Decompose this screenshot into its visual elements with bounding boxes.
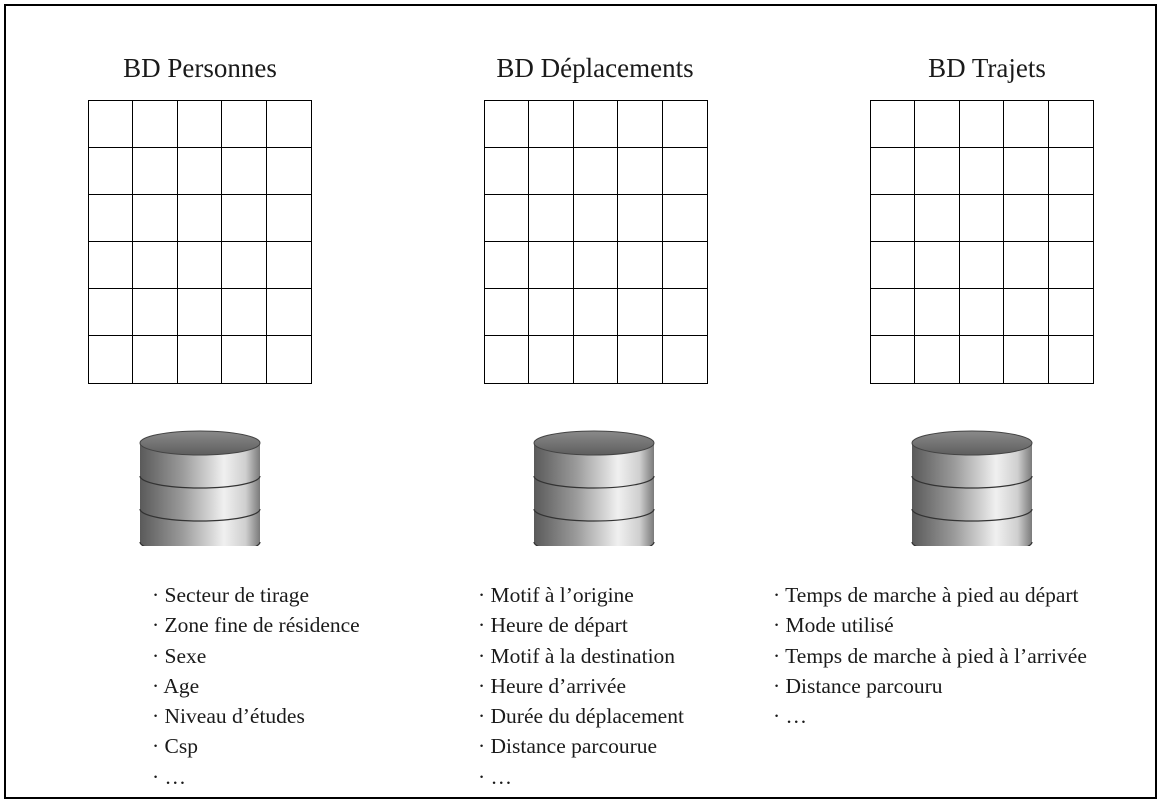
- diagram-frame: BD Personnes · Secteur de tirage · Zone …: [4, 4, 1157, 799]
- table-grid-icon: [88, 100, 312, 384]
- attribute-item: · Motif à l’origine: [478, 583, 634, 607]
- table-grid-icon: [484, 100, 708, 384]
- table-grid-icon: [870, 100, 1094, 384]
- column-title: BD Déplacements: [496, 53, 694, 83]
- attribute-item: · Sexe: [152, 643, 207, 668]
- attribute-item: · …: [152, 764, 187, 789]
- attribute-item: · Secteur de tirage: [152, 583, 309, 607]
- attribute-item: · Csp: [152, 734, 198, 759]
- attribute-item: · Durée du déplacement: [478, 704, 684, 729]
- attribute-item: · Age: [152, 673, 200, 698]
- attribute-item: · Temps de marche à pied au départ: [773, 583, 1079, 607]
- column-title: BD Trajets: [928, 53, 1046, 83]
- attribute-item: · Temps de marche à pied à l’arrivée: [773, 643, 1087, 668]
- attribute-item: · Niveau d’études: [152, 704, 305, 729]
- attribute-item: · Distance parcourue: [478, 734, 658, 759]
- database-icon: [139, 430, 261, 546]
- attribute-item: · Heure de départ: [478, 613, 628, 638]
- attribute-item: · Zone fine de résidence: [152, 613, 360, 638]
- database-icon: [911, 430, 1033, 546]
- database-icon: [533, 430, 655, 546]
- attribute-item: · …: [773, 704, 808, 729]
- attribute-item: · Heure d’arrivée: [478, 673, 627, 698]
- attribute-item: · Mode utilisé: [773, 613, 894, 638]
- attribute-list: · Secteur de tirage · Zone fine de résid…: [152, 580, 360, 792]
- attribute-item: · Motif à la destination: [478, 643, 676, 668]
- attribute-item: · …: [478, 764, 513, 789]
- attribute-list: · Temps de marche à pied au départ · Mod…: [773, 580, 1087, 731]
- attribute-list: · Motif à l’origine · Heure de départ · …: [478, 580, 684, 792]
- attribute-item: · Distance parcouru: [773, 673, 943, 698]
- column-title: BD Personnes: [123, 53, 277, 83]
